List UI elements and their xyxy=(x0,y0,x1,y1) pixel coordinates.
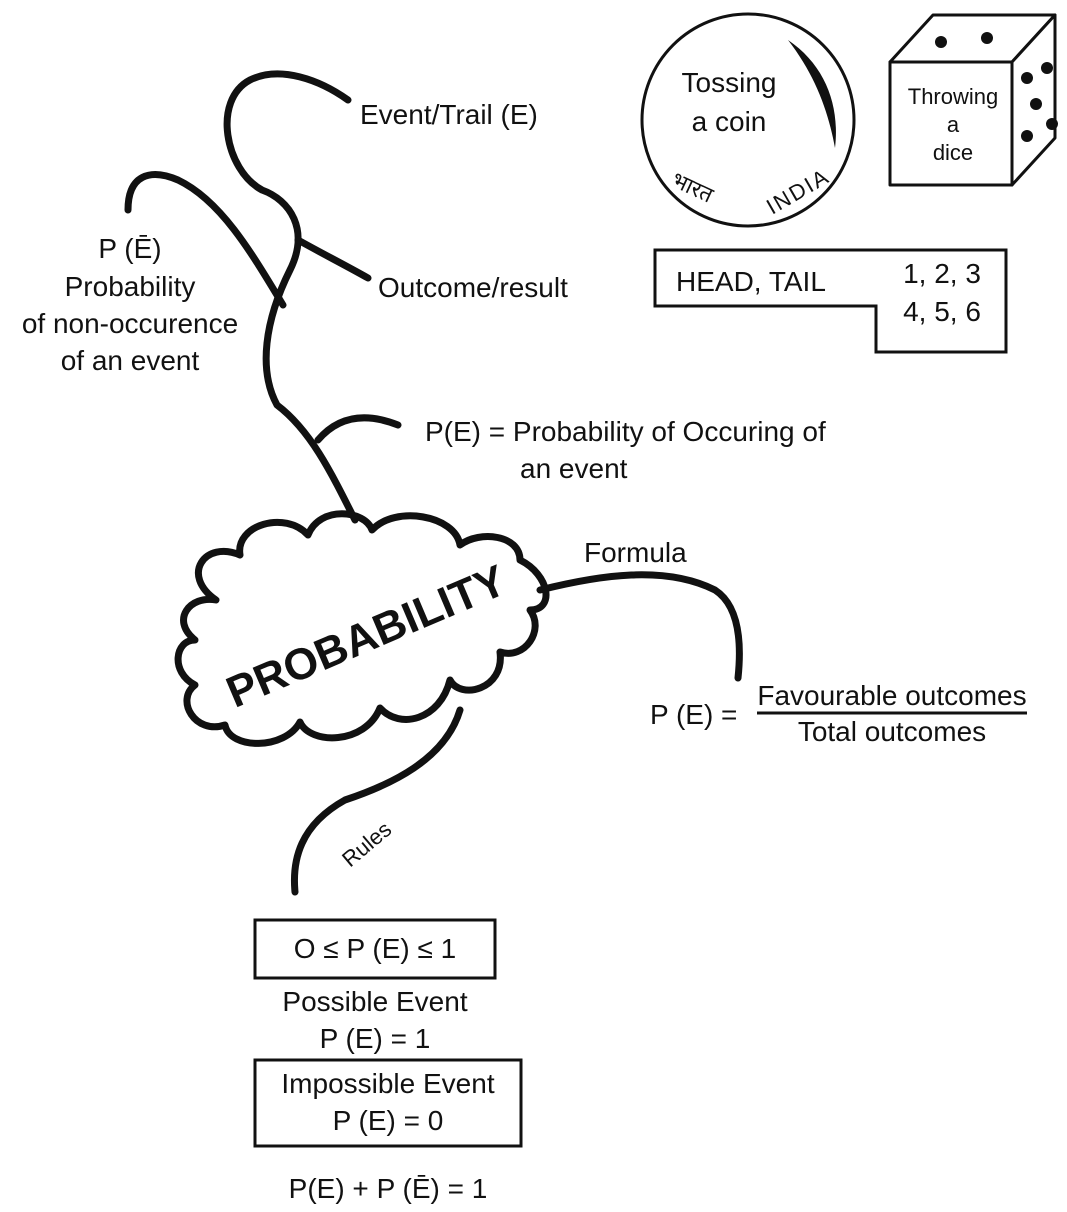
coin-shine-icon xyxy=(788,40,836,148)
formula-lhs: P (E) = xyxy=(650,699,737,730)
outcome-branch-line xyxy=(294,236,372,282)
formula-label: Formula xyxy=(584,537,687,568)
coin-icon xyxy=(640,12,856,228)
complement-rule: P(E) + P (Ē) = 1 xyxy=(289,1173,488,1204)
dice-line2: a xyxy=(947,112,960,137)
p-e-line1: P(E) = Probability of Occuring of xyxy=(425,416,826,447)
rule-range: O ≤ P (E) ≤ 1 xyxy=(294,933,456,964)
event-label: Event/Trail (E) xyxy=(360,99,538,130)
possible-event-label: Possible Event xyxy=(282,986,467,1017)
p-e-branch-line xyxy=(314,414,402,444)
outcomes-dice-row1: 1, 2, 3 xyxy=(903,258,981,289)
impossible-event-label: Impossible Event xyxy=(281,1068,494,1099)
impossible-event-value: P (E) = 0 xyxy=(333,1105,444,1136)
formula-denominator: Total outcomes xyxy=(798,716,986,747)
outcome-label: Outcome/result xyxy=(378,272,568,303)
rules-branch-line xyxy=(290,706,464,896)
trunk-line xyxy=(223,70,359,524)
formula-branch-line xyxy=(536,571,743,682)
outcomes-box xyxy=(653,248,1008,354)
impossible-event-box xyxy=(253,1058,523,1148)
coin-line2: a coin xyxy=(692,106,767,137)
range-box xyxy=(253,918,497,980)
p-not-e-line2: of non-occurence xyxy=(22,308,238,339)
p-e-line2: an event xyxy=(520,453,628,484)
p-not-e-symbol: P (Ē) xyxy=(98,233,161,264)
coin-line1: Tossing xyxy=(682,67,777,98)
outcomes-coin: HEAD, TAIL xyxy=(676,266,826,297)
possible-event-value: P (E) = 1 xyxy=(320,1023,431,1054)
p-not-e-line1: Probability xyxy=(65,271,196,302)
dice-icon xyxy=(888,13,1058,187)
coin-hindi-text: भारत xyxy=(668,167,718,208)
rules-label: Rules xyxy=(337,817,396,872)
outcomes-dice-row2: 4, 5, 6 xyxy=(903,296,981,327)
p-not-e-line3: of an event xyxy=(61,345,200,376)
formula-numerator: Favourable outcomes xyxy=(757,680,1026,711)
dice-line3: dice xyxy=(933,140,973,165)
dice-line1: Throwing xyxy=(908,84,998,109)
probability-cloud xyxy=(174,510,550,747)
coin-country-text: INDIA xyxy=(762,163,834,219)
p-not-e-branch-line xyxy=(124,171,287,309)
